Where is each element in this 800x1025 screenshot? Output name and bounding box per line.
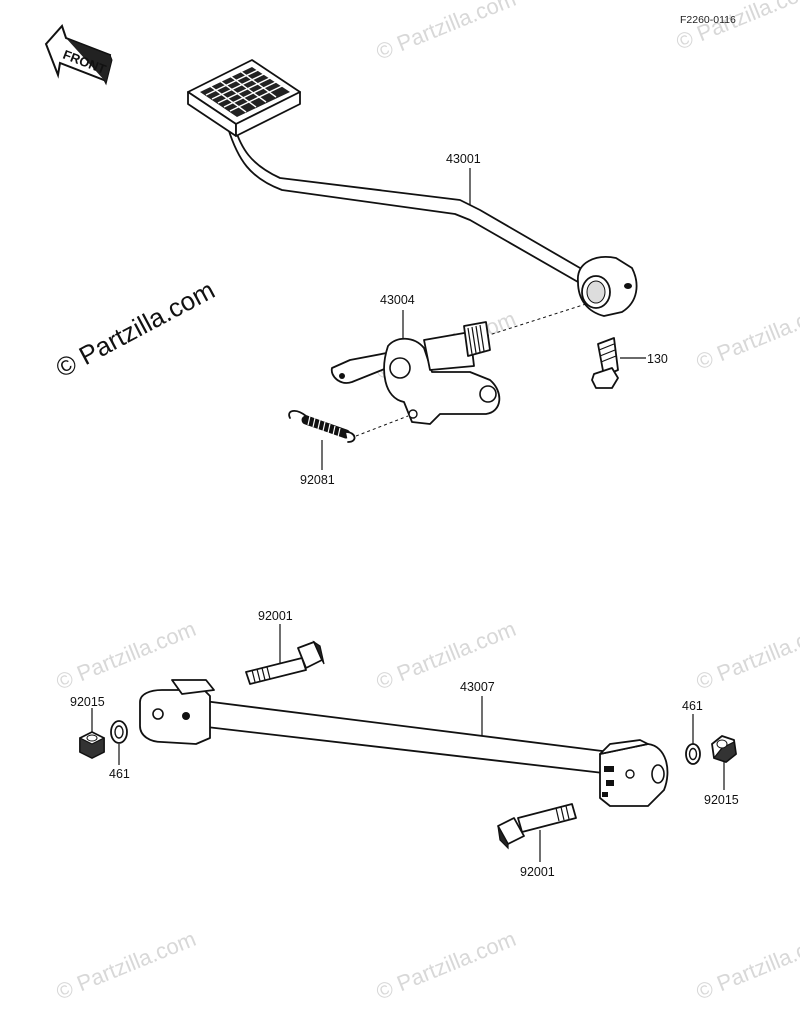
watermark: © Partzilla.com <box>373 0 520 65</box>
washer-461-left: 461 <box>109 720 130 781</box>
rod-43007: 43007 <box>139 679 669 807</box>
assembly-line <box>355 415 409 437</box>
part-label-461-right: 461 <box>682 699 703 713</box>
watermark: © Partzilla.com <box>373 926 520 1005</box>
part-label-43007: 43007 <box>460 680 495 694</box>
watermarks: © Partzilla.com © Partzilla.com © Partzi… <box>53 0 800 1005</box>
bolt-92001-lower: 92001 <box>497 803 577 879</box>
part-label-92081: 92081 <box>300 473 335 487</box>
watermark-large: © Partzilla.com <box>51 275 220 384</box>
spring-92081: 92081 <box>288 410 409 487</box>
part-label-130: 130 <box>647 352 668 366</box>
bolt-92001-upper: 92001 <box>245 609 325 685</box>
part-label-92015-right: 92015 <box>704 793 739 807</box>
part-label-43004: 43004 <box>380 293 415 307</box>
nut-92015-left: 92015 <box>70 695 105 759</box>
front-arrow-icon: FRONT <box>44 24 113 86</box>
nut-92015-right: 92015 <box>704 735 739 807</box>
diagram-code: F2260-0116 <box>680 14 736 26</box>
watermark: © Partzilla.com <box>373 616 520 695</box>
watermark: © Partzilla.com <box>53 926 200 1005</box>
brake-shaft: 43004 <box>330 293 501 425</box>
watermark: © Partzilla.com <box>673 0 800 55</box>
watermark: © Partzilla.com <box>693 926 800 1005</box>
washer-461-right: 461 <box>682 699 703 765</box>
watermark: © Partzilla.com <box>693 616 800 695</box>
bolt-130: 130 <box>591 337 668 389</box>
part-label-92001-upper: 92001 <box>258 609 293 623</box>
brake-pedal: 43001 <box>187 59 638 317</box>
part-label-43001: 43001 <box>446 152 481 166</box>
part-label-461-left: 461 <box>109 767 130 781</box>
part-label-92015-left: 92015 <box>70 695 105 709</box>
watermark: © Partzilla.com <box>693 296 800 375</box>
part-label-92001-lower: 92001 <box>520 865 555 879</box>
